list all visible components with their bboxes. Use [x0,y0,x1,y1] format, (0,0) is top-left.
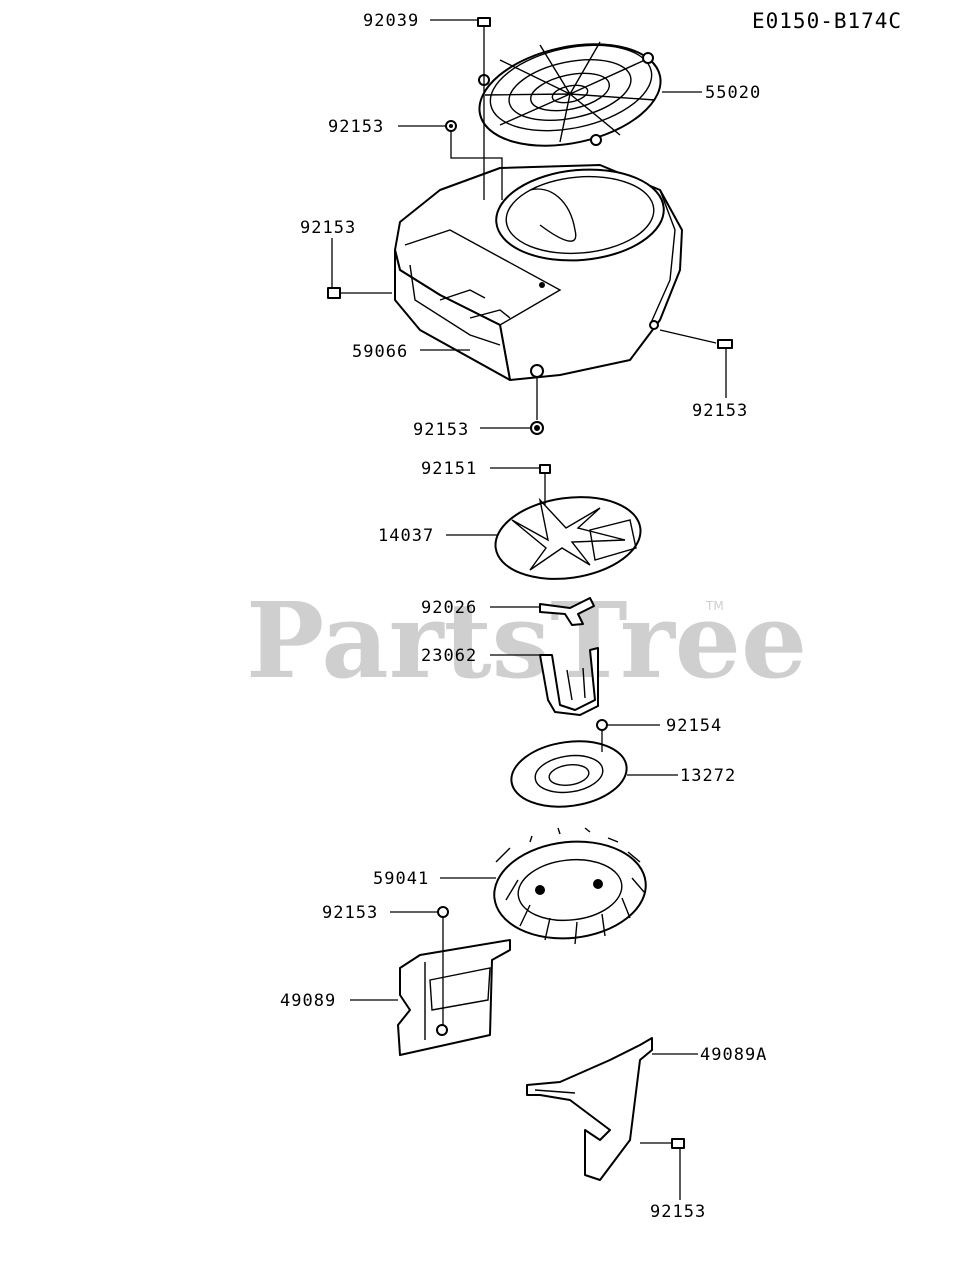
callout-labels: 92039 55020 92153 92153 59066 92153 9215… [280,11,767,1222]
part-92153-bolt-e[interactable] [437,906,449,918]
leader-lines [331,19,727,1200]
callout-92153-e: 92153 [322,903,378,923]
callout-92153-a: 92153 [328,117,384,137]
part-92154-bolt[interactable] [596,719,608,731]
callout-92026: 92026 [421,598,477,618]
callout-59041: 59041 [373,869,429,889]
part-14037-plate[interactable] [490,488,646,588]
callout-49089: 49089 [280,991,336,1011]
watermark-text: PartsTree [246,579,807,702]
callout-92153-b: 92153 [300,218,356,238]
callout-92039: 92039 [363,11,419,31]
part-23062-bracket[interactable] [539,647,599,716]
callout-92153-d: 92153 [692,401,748,421]
part-92153-bolt-f[interactable] [671,1138,685,1149]
callout-92154: 92154 [666,716,722,736]
part-92039-bolt[interactable] [477,17,491,27]
part-92153-bolt-a[interactable] [445,120,457,132]
part-92026-plate[interactable] [539,597,595,626]
part-55020-screen[interactable] [470,29,670,161]
diagram-code: E0150-B174C [752,9,902,33]
callout-92153-f: 92153 [650,1202,706,1222]
watermark-trademark: TM [705,599,724,613]
part-49089A-shroud[interactable] [526,1037,653,1181]
part-13272-plate[interactable] [507,734,631,814]
part-92153-bolt-b[interactable] [327,287,341,299]
watermark: PartsTree TM [246,579,807,702]
callout-55020: 55020 [705,83,761,103]
part-59041-fan[interactable] [489,827,650,946]
callout-59066: 59066 [352,342,408,362]
part-92153-bolt-c[interactable] [530,421,544,435]
callout-14037: 14037 [378,526,434,546]
callout-92153-c: 92153 [413,420,469,440]
part-92153-bolt-d[interactable] [717,339,733,349]
part-92151-bolt[interactable] [539,464,551,474]
callout-49089A: 49089A [700,1045,767,1065]
part-59066-fan-housing[interactable] [394,163,683,381]
callout-92151: 92151 [421,459,477,479]
part-49089-shroud[interactable] [397,939,511,1056]
callout-23062: 23062 [421,646,477,666]
callout-13272: 13272 [680,766,736,786]
